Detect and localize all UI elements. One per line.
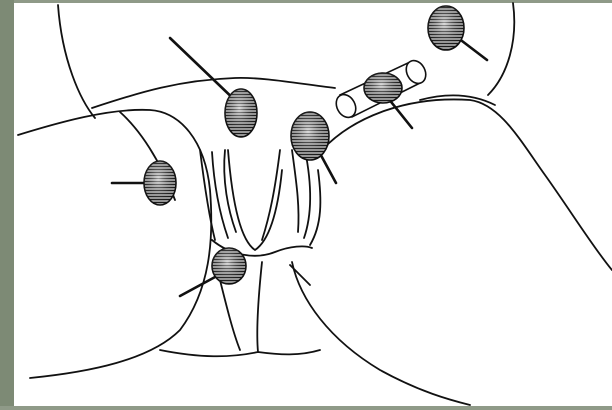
lower-right-contour — [257, 262, 262, 352]
hatched-ellipse-marker-icon — [225, 89, 257, 137]
central-right-fold-4 — [310, 170, 320, 245]
markers — [144, 6, 464, 284]
lower-right-line — [290, 265, 310, 285]
left-thigh-outline — [18, 110, 211, 378]
upper-arc-right-outline — [488, 3, 514, 95]
buttock-crease — [160, 350, 320, 356]
hatched-ellipse-marker-icon — [212, 248, 246, 284]
hatched-ellipse-marker-icon — [428, 6, 464, 50]
central-body — [228, 150, 282, 250]
upper-contour — [92, 78, 335, 108]
hatched-ellipse-marker-icon — [291, 112, 329, 160]
central-left-fold-3 — [224, 150, 236, 232]
pointer-lines — [112, 28, 487, 296]
hatched-ellipse-marker-icon — [144, 161, 176, 205]
central-right-fold-2 — [292, 150, 299, 232]
upper-arc-outline — [58, 5, 95, 118]
right-thigh-outline — [322, 99, 612, 270]
central-right-fold-3 — [304, 150, 310, 238]
right-thigh-lower — [292, 262, 470, 405]
drawing-outlines — [18, 3, 612, 405]
